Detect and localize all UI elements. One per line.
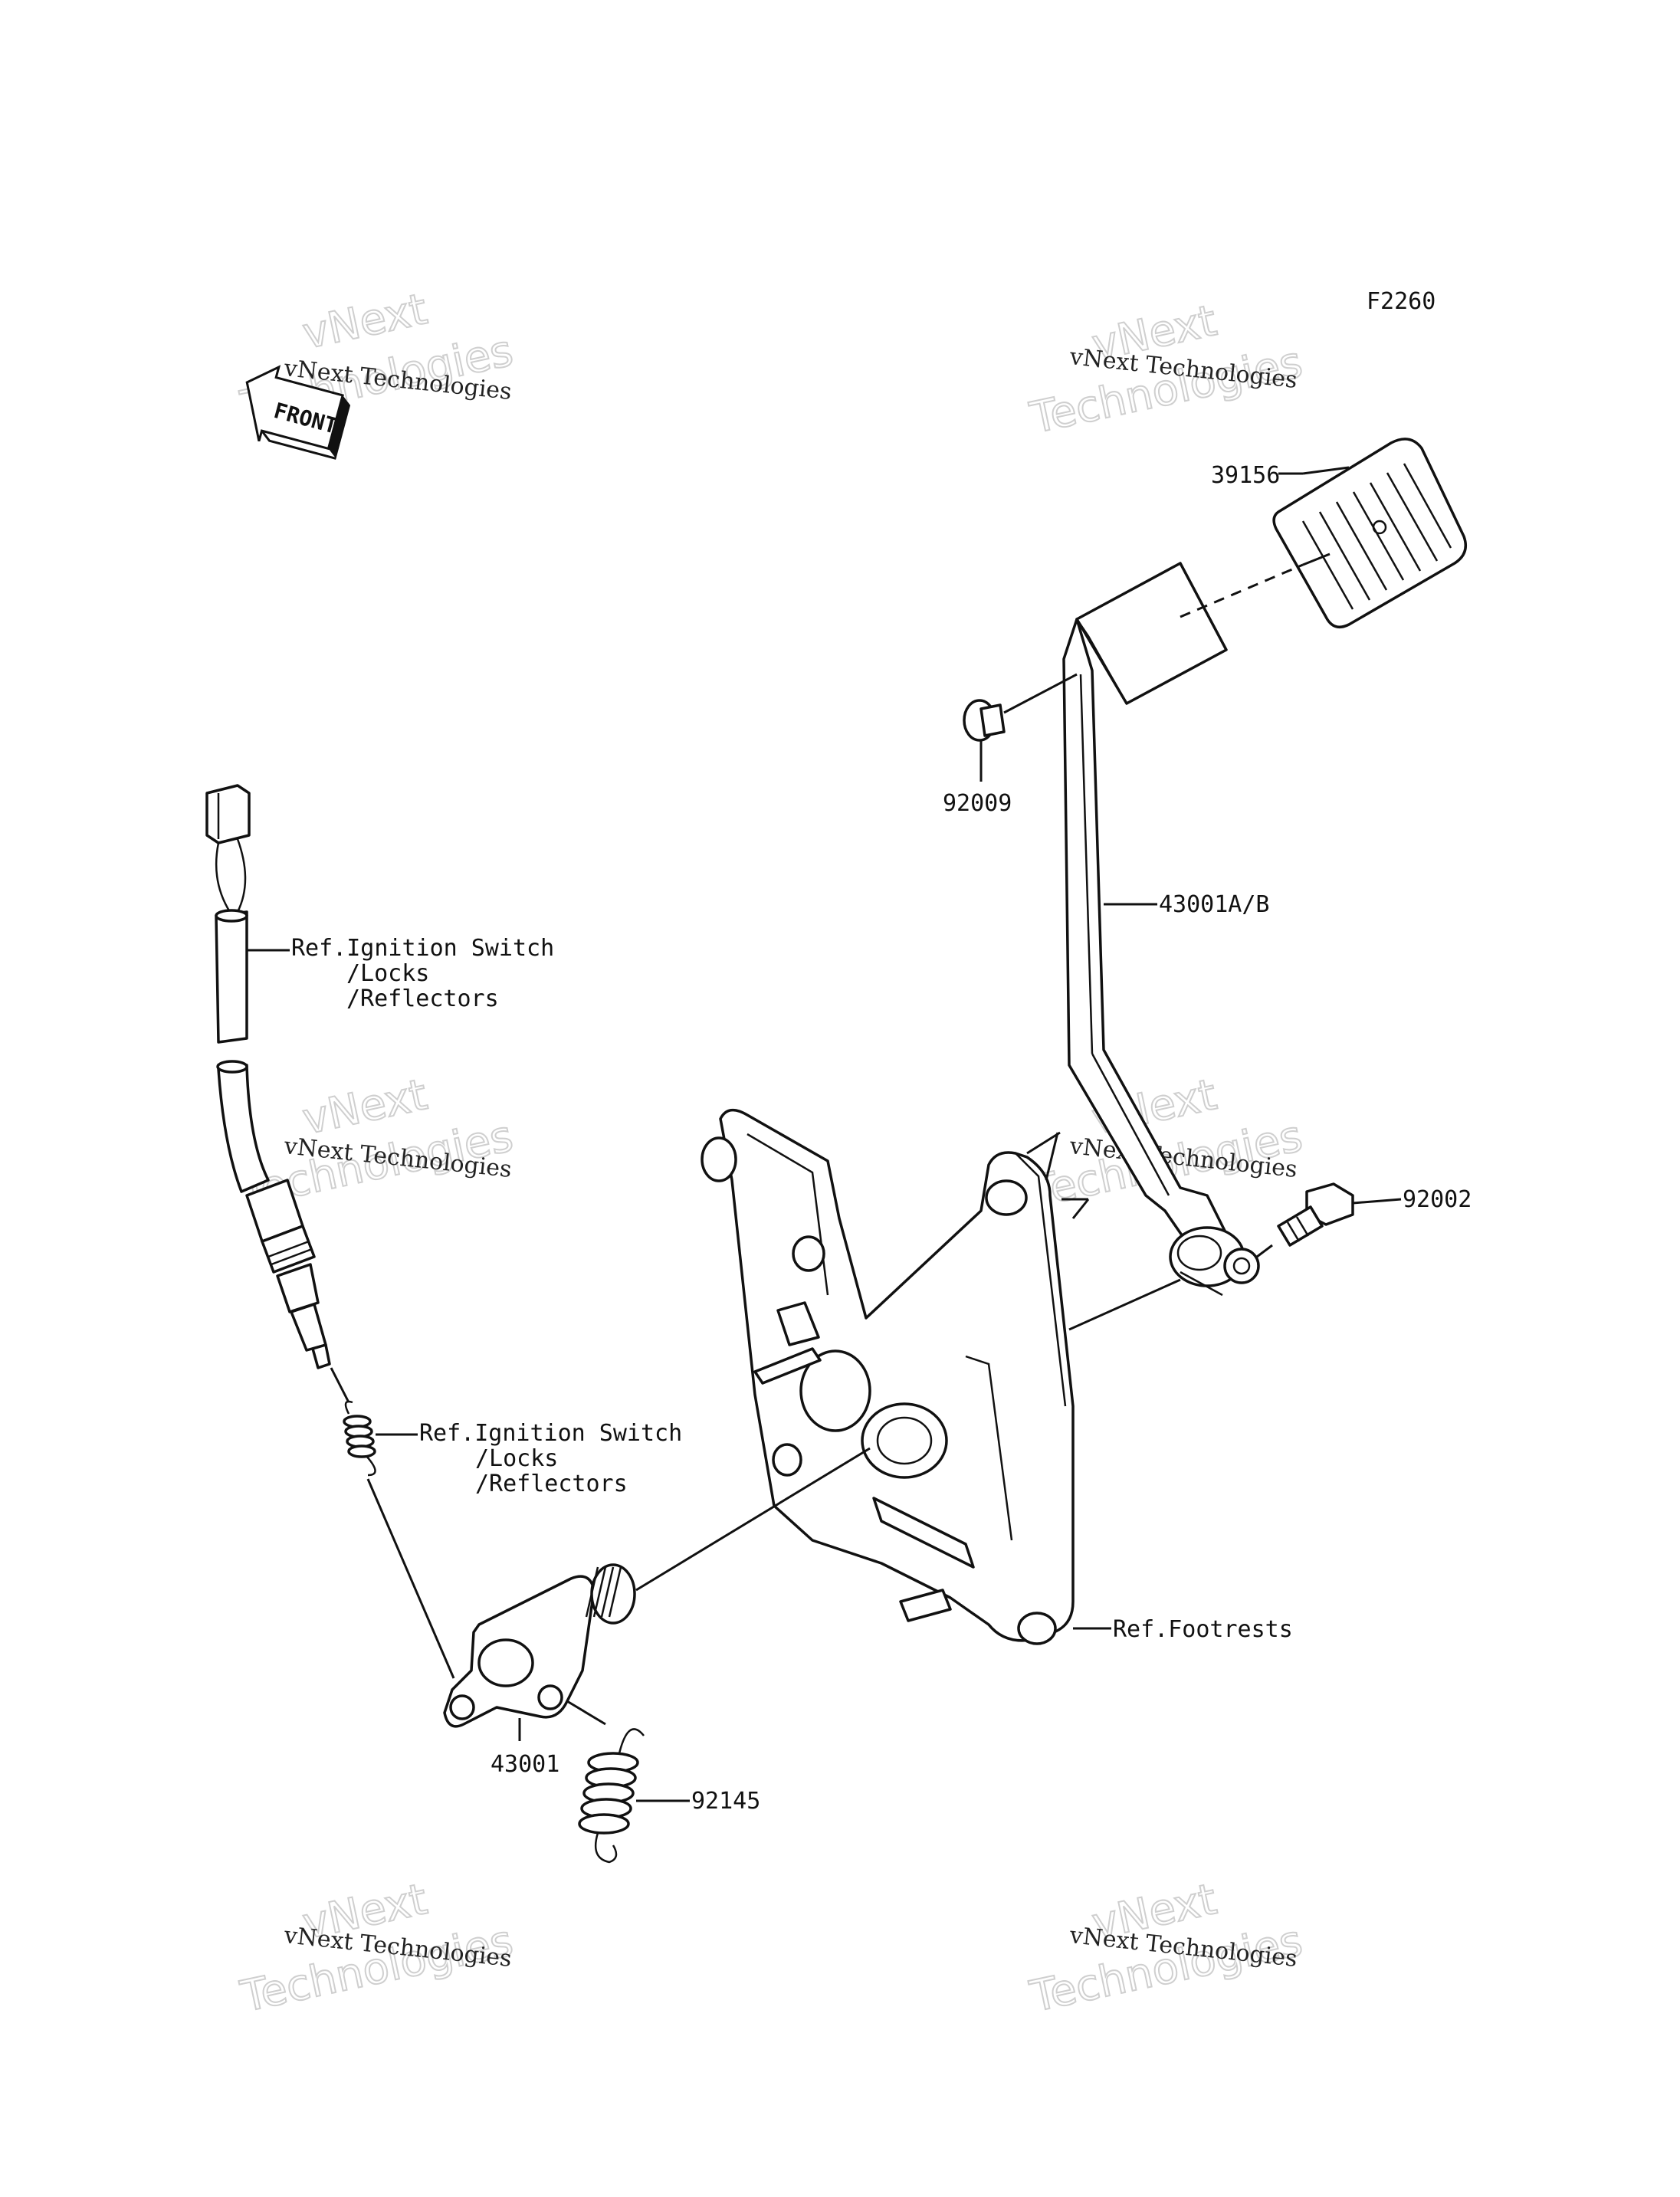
- label-switch-ref-line2: /Locks: [346, 960, 429, 987]
- bolt-part: [1277, 1182, 1354, 1247]
- footrest-bracket-part: [701, 1108, 1090, 1645]
- switch-spring-part: [343, 1400, 376, 1477]
- brake-lever-part: [443, 1563, 636, 1728]
- front-arrow-icon: FRONT: [245, 365, 351, 460]
- label-switch-ref-line3: /Reflectors: [346, 985, 499, 1012]
- leader-92002: [1352, 1198, 1402, 1205]
- dash-pad-axis: [1180, 563, 1304, 618]
- spring-axis: [566, 1700, 606, 1726]
- pedal-shaft-axis: [1068, 1278, 1181, 1331]
- watermark-bottom-left: vNext Technologies vNext Technologies: [235, 1874, 517, 2023]
- label-switch-ref-line1: Ref.Ignition Switch: [291, 935, 554, 962]
- label-spring-ref-line2: /Locks: [475, 1445, 558, 1472]
- label-spring-ref-line1: Ref.Ignition Switch: [419, 1420, 682, 1447]
- label-92145: 92145: [691, 1788, 760, 1815]
- label-43001ab: 43001A/B: [1159, 891, 1270, 918]
- label-92002: 92002: [1403, 1186, 1472, 1213]
- label-spring-ref-line3: /Reflectors: [475, 1471, 628, 1497]
- label-92009: 92009: [943, 790, 1012, 817]
- return-spring-part: [578, 1728, 645, 1864]
- bolt-axis: [1256, 1244, 1273, 1258]
- watermark-top-right: vNext Technologies vNext Technologies: [1025, 295, 1307, 444]
- figure-code: F2260: [1367, 288, 1436, 315]
- label-footrests: Ref.Footrests: [1113, 1616, 1293, 1643]
- spring-lever-axis: [366, 1478, 455, 1679]
- label-39156: 39156: [1211, 462, 1280, 489]
- pedal-pad-part: [1272, 438, 1467, 629]
- leader-39156-b: [1302, 466, 1350, 475]
- line-pad-axis: [1302, 553, 1331, 566]
- label-43001: 43001: [491, 1751, 559, 1778]
- lever-shaft-axis: [635, 1447, 871, 1592]
- brake-light-switch-part: [205, 784, 331, 1369]
- line-nut-axis: [1003, 673, 1078, 714]
- nut-part: [963, 699, 1006, 742]
- brake-pedal-arm-part: [1062, 562, 1260, 1297]
- watermark-bottom-right: vNext Technologies vNext Technologies: [1025, 1874, 1307, 2023]
- switch-spring-axis: [330, 1367, 350, 1403]
